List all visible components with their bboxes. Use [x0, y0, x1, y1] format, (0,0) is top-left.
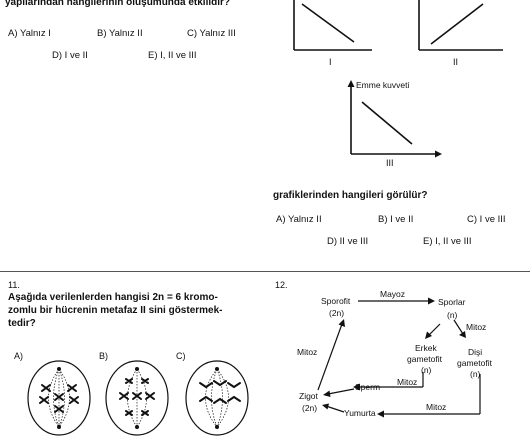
graph-2-line: [430, 3, 484, 45]
q11-option-c-label[interactable]: C): [176, 351, 186, 361]
q12-sporofit: Sporofit: [321, 296, 351, 306]
q12-erkek-ploidy: (n): [421, 365, 432, 375]
q12-sporlar: Sporlar: [438, 297, 466, 307]
q12-mitoz-bottom: Mitoz: [426, 402, 447, 412]
q12-disi-ploidy: (n): [470, 369, 481, 379]
q10-stem-tail: yapılarından hangilerinin oluşumunda etk…: [5, 0, 231, 8]
section-divider: [0, 271, 530, 272]
cell-b-drawing[interactable]: [104, 355, 170, 438]
q12-erkek-1: Erkek: [415, 343, 437, 353]
q10-option-b[interactable]: B) Yalnız II: [97, 28, 143, 39]
cell-a-drawing[interactable]: [26, 355, 92, 438]
graph-3-line: [361, 101, 413, 145]
q12-mitoz-left: Mitoz: [297, 347, 318, 357]
graph-3-label: III: [386, 158, 394, 168]
q11-number: 11.: [8, 280, 20, 290]
q12-sporlar-ploidy: (n): [447, 310, 458, 320]
q11-line-2: zomlu bir hücrenin metafaz II sini göste…: [8, 305, 223, 316]
q12-mayoz: Mayoz: [380, 289, 406, 299]
q10-option-e[interactable]: E) I, II ve III: [148, 50, 197, 61]
q12-mitoz-right: Mitoz: [466, 322, 487, 332]
life-cycle-arrows: [317, 297, 481, 418]
graph-1: [293, 0, 372, 51]
graph-2-label: II: [453, 57, 459, 67]
q10-option-a[interactable]: A) Yalnız I: [8, 28, 51, 39]
q12-sporofit-ploidy: (2n): [329, 308, 345, 318]
graphs-option-e[interactable]: E) I, II ve III: [423, 236, 472, 247]
graphs-option-a[interactable]: A) Yalnız II: [276, 214, 322, 225]
zigot-arrows: [322, 388, 355, 413]
graph-3: [347, 80, 442, 158]
q12-sperm: Sperm: [355, 382, 381, 392]
q11-line-3: tedir?: [8, 318, 36, 329]
q12-zigot: Zigot: [299, 391, 318, 401]
graphs-option-b[interactable]: B) I ve II: [378, 214, 414, 225]
graph-3-axis-label: Emme kuvveti: [356, 80, 410, 90]
graphs-question: grafiklerinden hangileri görülür?: [273, 190, 428, 201]
q11-line-1: Aşağıda verilenlerden hangisi 2n = 6 kro…: [8, 292, 218, 303]
q12-disi-2: gametofit: [457, 358, 492, 368]
q12-erkek-2: gametofit: [407, 354, 442, 364]
graph-2: [418, 0, 503, 51]
q12-zigot-ploidy: (2n): [302, 403, 318, 413]
q11-option-b-label[interactable]: B): [99, 351, 108, 361]
graph-1-line: [301, 3, 355, 43]
cell-c-drawing[interactable]: [184, 355, 250, 438]
graphs-option-c[interactable]: C) I ve III: [467, 214, 506, 225]
q12-number: 12.: [275, 280, 288, 290]
q12-mitoz-sperm: Mitoz: [397, 377, 418, 387]
q12-yumurta: Yumurta: [344, 408, 376, 418]
q10-option-d[interactable]: D) I ve II: [52, 50, 88, 61]
q10-option-c[interactable]: C) Yalnız III: [187, 28, 236, 39]
graph-1-label: I: [329, 57, 332, 67]
q12-disi-1: Dişi: [468, 347, 483, 357]
graphs-option-d[interactable]: D) II ve III: [327, 236, 369, 247]
q11-option-a-label[interactable]: A): [14, 351, 23, 361]
